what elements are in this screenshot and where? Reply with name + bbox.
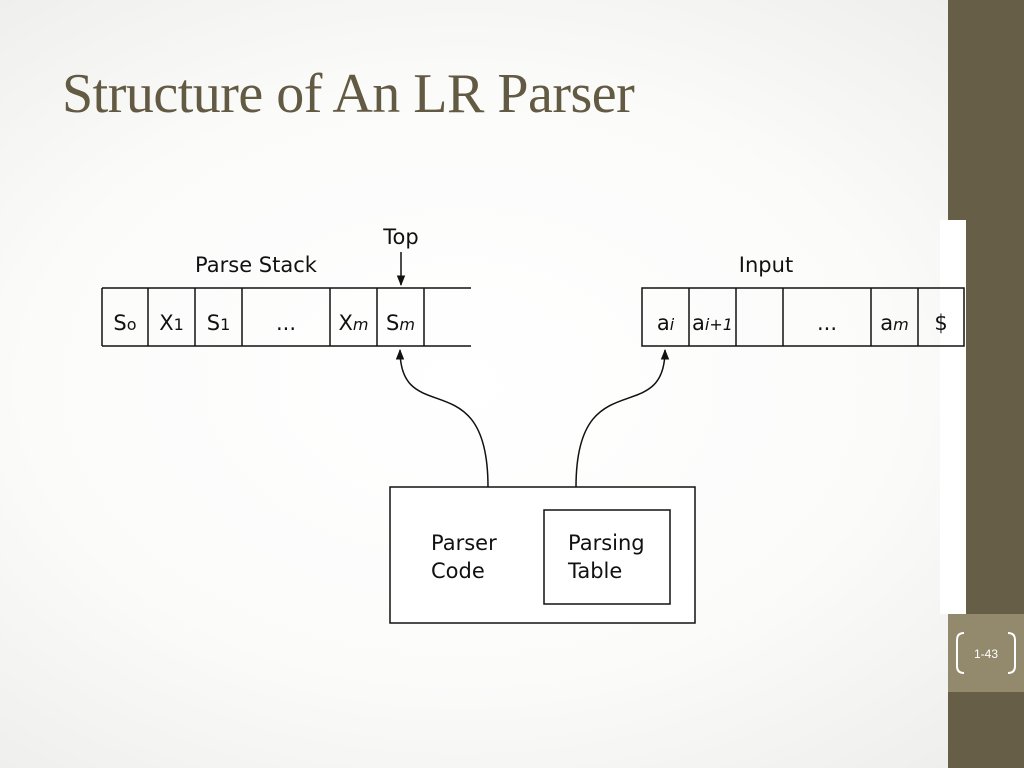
stack-cell-1: X1	[159, 311, 184, 335]
input-cell-1: ai+1	[692, 311, 733, 335]
slide-title: Structure of An LR Parser	[62, 63, 635, 125]
stack-cell-4: Xm	[339, 311, 369, 335]
parser-code-line-1: Parser	[431, 531, 497, 555]
parsing-table-line-1: Parsing	[568, 531, 645, 555]
parse-stack-label: Parse Stack	[195, 253, 318, 277]
stack-cell-2: S1	[207, 311, 231, 335]
diagram-panel-edge	[940, 220, 966, 614]
parse-stack-tape: So X1 S1... Xm Sm	[101, 287, 471, 347]
parser-code-line-2: Code	[431, 559, 485, 583]
stack-cell-0: So	[113, 311, 136, 335]
page-number: 1-43	[973, 647, 999, 661]
input-cell-5: $	[934, 311, 947, 335]
input-cell-4: am	[880, 311, 908, 335]
input-cell-3: ...	[817, 311, 837, 335]
parsing-table-box	[543, 509, 671, 605]
bracket-frame-icon	[956, 632, 1016, 674]
input-pointer-arrow	[575, 348, 670, 488]
stack-pointer-arrow	[395, 348, 489, 488]
top-label: Top	[382, 225, 418, 249]
input-label: Input	[739, 253, 793, 277]
parsing-table-label: Parsing Table	[567, 531, 651, 583]
page-number-badge: 1-43	[948, 614, 1024, 692]
input-cell-0: ai	[657, 311, 675, 335]
parsing-table-line-2: Table	[567, 559, 622, 583]
parser-code-label: Parser Code	[431, 531, 503, 583]
stack-cell-3: ...	[276, 311, 296, 335]
stack-cell-5: Sm	[386, 311, 415, 335]
input-tape: ai ai+1... am $	[641, 287, 965, 347]
